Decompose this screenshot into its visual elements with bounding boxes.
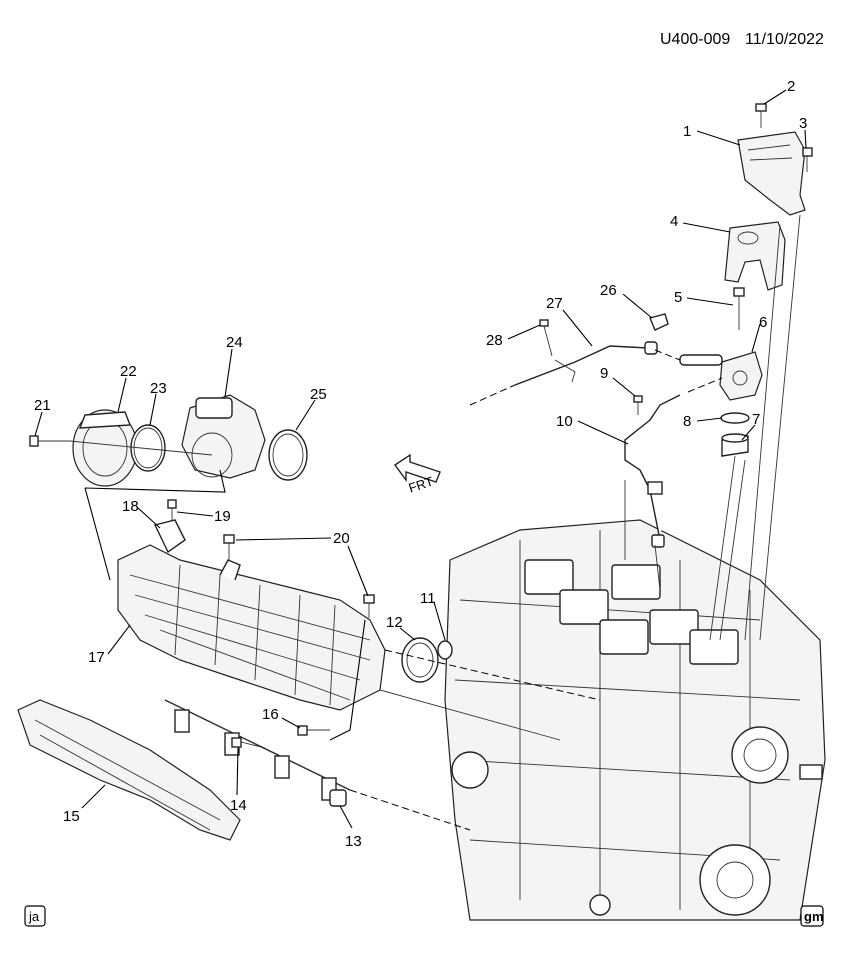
callout-20: 20 <box>333 530 350 547</box>
bolt-2 <box>755 103 767 128</box>
fuel-pump-shield <box>724 221 786 291</box>
callout-25: 25 <box>310 386 327 403</box>
callout-26: 26 <box>600 282 617 299</box>
badge-left-text: ja <box>28 909 40 924</box>
throttle-body-24 <box>181 394 266 479</box>
heat-shield-upper <box>737 131 806 216</box>
gm-logo: gm <box>800 905 824 927</box>
engine-assembly <box>444 519 826 921</box>
callout-17: 17 <box>88 649 105 666</box>
seal-12 <box>401 637 439 683</box>
callout-1: 1 <box>683 123 691 140</box>
callout-10: 10 <box>556 413 573 430</box>
callout-16: 16 <box>262 706 279 723</box>
callout-23: 23 <box>150 380 167 397</box>
callout-21: 21 <box>34 397 51 414</box>
bolt-28 <box>539 319 553 357</box>
gm-logo-text: gm <box>804 909 824 924</box>
sensor-18 <box>153 519 186 554</box>
high-pressure-fuel-pump <box>679 351 763 401</box>
intake-manifold-17 <box>117 544 386 711</box>
bolt-21 <box>29 435 70 447</box>
callout-8: 8 <box>683 413 691 430</box>
diagram-code: U400-009 <box>660 31 730 48</box>
callout-4: 4 <box>670 213 678 230</box>
frt-label: FRT <box>407 474 436 496</box>
callouts: 1 2 3 4 5 6 7 8 9 10 11 12 13 14 15 16 1 <box>34 78 807 850</box>
pump-housing-7 <box>721 433 749 457</box>
fuel-rail-cover-15 <box>17 699 241 841</box>
stud-20b <box>363 594 375 618</box>
gasket-23 <box>130 424 166 472</box>
bolt-3 <box>802 147 813 172</box>
fuel-pipe-10 <box>624 394 681 548</box>
badge-left: ja <box>24 905 46 927</box>
callout-24: 24 <box>226 334 243 351</box>
callout-27: 27 <box>546 295 563 312</box>
callout-14: 14 <box>230 797 247 814</box>
callout-5: 5 <box>674 289 682 306</box>
callout-6: 6 <box>759 314 767 331</box>
fuel-rail-13 <box>164 699 351 807</box>
stud-20a <box>223 534 235 560</box>
callout-11: 11 <box>420 590 436 607</box>
callout-28: 28 <box>486 332 503 349</box>
bolt-14 <box>231 737 266 749</box>
stud-5 <box>733 287 745 330</box>
callout-12: 12 <box>386 614 403 631</box>
bolt-9 <box>633 395 643 415</box>
callout-15: 15 <box>63 808 80 825</box>
callout-13: 13 <box>345 833 362 850</box>
callout-9: 9 <box>600 365 608 382</box>
gasket-25 <box>268 429 308 481</box>
seal-11 <box>437 640 453 660</box>
o-ring-8 <box>720 412 750 424</box>
callout-2: 2 <box>787 78 795 95</box>
bolt-16 <box>297 725 330 736</box>
callout-7: 7 <box>752 411 760 428</box>
callout-22: 22 <box>120 363 137 380</box>
fuel-feed-pipe-27 <box>514 341 658 386</box>
bracket-26 <box>649 313 669 331</box>
ignition-coils <box>524 559 739 665</box>
front-direction-marker: FRT <box>394 453 441 496</box>
callout-3: 3 <box>799 115 807 132</box>
callout-19: 19 <box>214 508 231 525</box>
throttle-adapter-22 <box>72 409 138 487</box>
diagram-date: 11/10/2022 <box>745 31 824 48</box>
callout-18: 18 <box>122 498 139 515</box>
